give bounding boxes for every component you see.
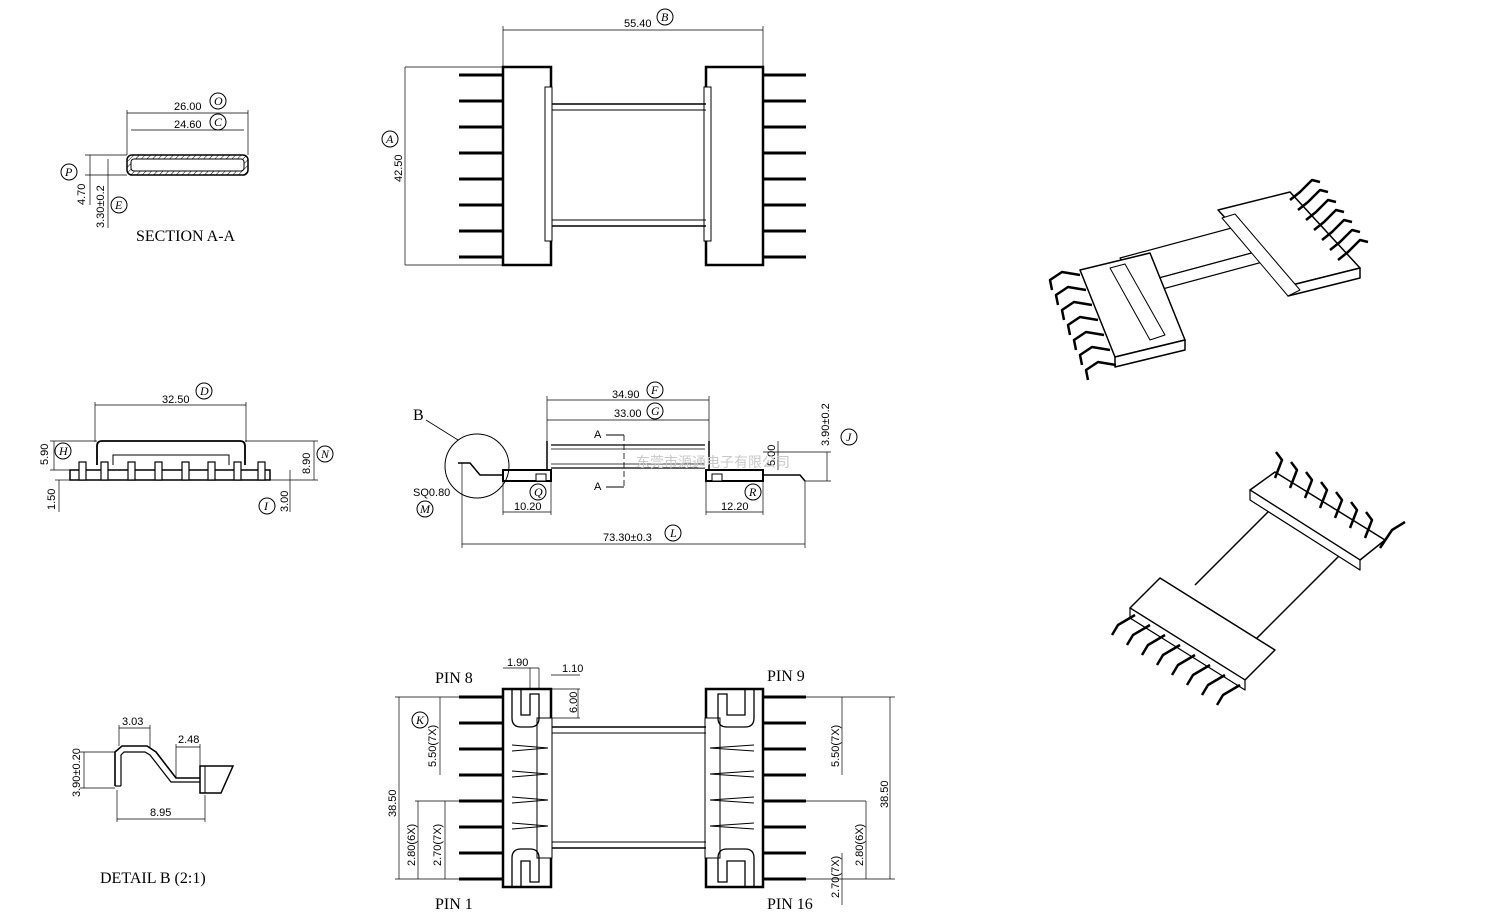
balloon-c: C: [209, 113, 227, 131]
detail-ref-label: B: [413, 407, 424, 424]
dim-b: 55.40: [624, 18, 652, 30]
dim-f: 34.90: [612, 389, 640, 401]
detail-b-label: DETAIL B (2:1): [100, 870, 206, 887]
end-view-pins: [78, 461, 266, 481]
dim-280-left: 2.80(6X): [406, 824, 418, 866]
dim-500: 5.00: [766, 445, 778, 466]
dim-q: 10.20: [514, 501, 542, 513]
svg-text:A: A: [385, 132, 394, 146]
bottom-view-pins-left: [459, 695, 503, 881]
dim-o: 26.00: [174, 101, 202, 113]
dim-i: 3.00: [279, 491, 291, 512]
dim-280-right: 2.80(6X): [854, 824, 866, 866]
svg-text:M: M: [419, 502, 431, 516]
balloon-h: H: [54, 442, 72, 460]
balloon-f: F: [646, 381, 664, 399]
section-aa-label: SECTION A-A: [136, 228, 236, 245]
dim-m: SQ0.80: [413, 487, 450, 499]
svg-text:R: R: [748, 485, 757, 499]
balloon-l: L: [664, 524, 682, 542]
cut-label-bottom: A: [594, 481, 602, 493]
side-view: 34.90 33.00 F G A A B 3.90±0.2 5.00 J: [413, 381, 858, 548]
pin8-label: PIN 8: [435, 670, 473, 687]
svg-text:Q: Q: [534, 485, 543, 499]
dim-303: 3.03: [122, 716, 143, 728]
balloon-e: E: [110, 196, 128, 214]
svg-text:K: K: [415, 713, 425, 727]
svg-text:J: J: [846, 430, 852, 444]
balloon-a: A: [381, 130, 399, 148]
top-view: 55.40 42.50 B A: [381, 8, 806, 267]
dim-600: 6.00: [568, 692, 580, 713]
svg-text:F: F: [650, 383, 659, 397]
isometric-pins-bottom: [1110, 451, 1406, 706]
balloon-j: J: [840, 428, 858, 446]
svg-text:P: P: [64, 165, 73, 179]
svg-text:B: B: [661, 10, 669, 24]
svg-text:O: O: [214, 94, 223, 108]
svg-text:D: D: [199, 384, 209, 398]
svg-text:H: H: [58, 444, 69, 458]
dim-3850-right: 38.50: [879, 780, 891, 808]
balloon-r: R: [744, 483, 762, 501]
balloon-k: K: [411, 711, 429, 729]
dim-e: 3.30±0.2: [95, 185, 107, 228]
balloon-p: P: [60, 163, 78, 181]
svg-text:E: E: [114, 198, 123, 212]
dim-150: 1.50: [46, 489, 58, 510]
balloon-g: G: [646, 402, 664, 420]
dim-n: 8.90: [301, 453, 313, 474]
dim-110: 1.10: [562, 663, 583, 675]
dim-d: 32.50: [162, 394, 190, 406]
cut-label-top: A: [594, 429, 602, 441]
dim-r: 12.20: [721, 501, 749, 513]
dim-248: 2.48: [178, 734, 199, 746]
dim-k: 5.50(7X): [427, 725, 439, 767]
dim-270-left: 2.70(7X): [432, 824, 444, 866]
dim-j: 3.90±0.2: [820, 403, 832, 446]
dim-k-right: 5.50(7X): [830, 725, 842, 767]
dim-g: 33.00: [614, 408, 642, 420]
bottom-view: PIN 8 PIN 9 PIN 1 PIN 16: [387, 657, 895, 913]
dim-l: 73.30±0.3: [603, 532, 652, 544]
watermark: 东莞市源通电子有限公司: [636, 454, 790, 471]
dim-390: 3.90±0.20: [71, 748, 83, 797]
dim-895: 8.95: [150, 807, 171, 819]
balloon-d: D: [195, 382, 213, 400]
isometric-view-top: [1048, 178, 1369, 381]
dim-190: 1.90: [507, 657, 528, 669]
end-view: 32.50 D 5.90 1.50 8.90 3.00 H N I: [39, 382, 334, 515]
dim-a: 42.50: [393, 154, 405, 182]
balloon-b: B: [656, 8, 674, 26]
top-view-pins-left: [459, 73, 503, 259]
dim-c: 24.60: [174, 119, 202, 131]
isometric-pins-top: [1048, 178, 1369, 381]
pin1-label: PIN 1: [435, 896, 473, 913]
top-view-pins-right: [763, 73, 806, 259]
pin16-label: PIN 16: [767, 896, 813, 913]
pin9-label: PIN 9: [767, 668, 805, 685]
balloon-n: N: [316, 445, 334, 463]
bottom-view-ribs: [511, 744, 755, 830]
balloon-i: I: [258, 497, 276, 515]
dim-p: 4.70: [76, 184, 88, 205]
balloon-o: O: [209, 92, 227, 110]
balloon-q: Q: [529, 483, 547, 501]
svg-text:C: C: [214, 115, 223, 129]
dim-h: 5.90: [39, 444, 51, 465]
dim-270-right: 2.70(7X): [830, 856, 842, 898]
isometric-view-bottom: [1110, 451, 1406, 706]
svg-text:I: I: [263, 499, 269, 513]
section-aa-view: 26.00 24.60 4.70 3.30±0.2 SECTION A-A O …: [60, 92, 249, 245]
dim-3850-left: 38.50: [387, 789, 399, 817]
bottom-view-pins-right: [763, 695, 806, 881]
detail-b-view: 3.03 2.48 3.90±0.20 8.95 DETAIL B (2:1): [71, 716, 235, 887]
svg-text:N: N: [320, 447, 330, 461]
balloon-m: M: [416, 500, 434, 518]
svg-text:G: G: [651, 404, 660, 418]
svg-text:L: L: [669, 526, 677, 540]
